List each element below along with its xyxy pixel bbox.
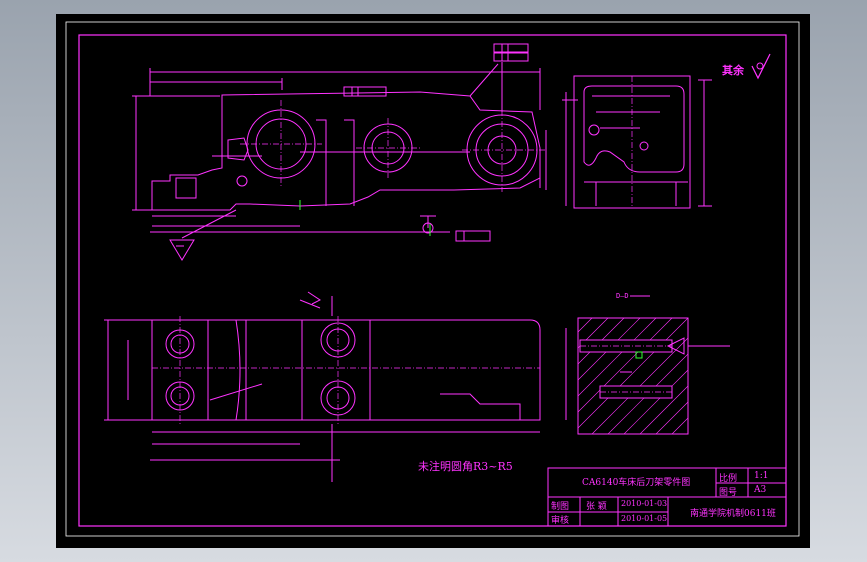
inner-frame	[78, 34, 787, 527]
sheet-label: 图号	[719, 488, 738, 498]
sheet-value: A3	[754, 485, 767, 495]
part-name: CA6140车床后刀架零件图	[582, 478, 691, 488]
checked-label: 审核	[551, 516, 570, 526]
scale-label: 比例	[719, 474, 738, 484]
fillet-note: 未注明圆角R3~R5	[418, 460, 513, 473]
roughness-symbol-icon	[751, 53, 771, 80]
checked-date: 2010-01-05	[621, 514, 668, 523]
drawn-label: 制图	[551, 502, 570, 512]
section-d-d	[565, 295, 730, 435]
top-view	[104, 291, 541, 482]
front-view	[132, 43, 547, 261]
drawn-date: 2010-01-03	[621, 499, 668, 508]
side-view	[562, 75, 712, 209]
section-label: D—D	[616, 292, 629, 300]
drawn-name: 张 颖	[586, 502, 607, 512]
roughness-note: 其余	[722, 64, 744, 77]
scale-value: 1:1	[754, 471, 769, 481]
outer-frame	[65, 21, 800, 537]
school-name: 南通学院机制0611班	[690, 509, 776, 519]
title-block-grid	[547, 467, 787, 527]
